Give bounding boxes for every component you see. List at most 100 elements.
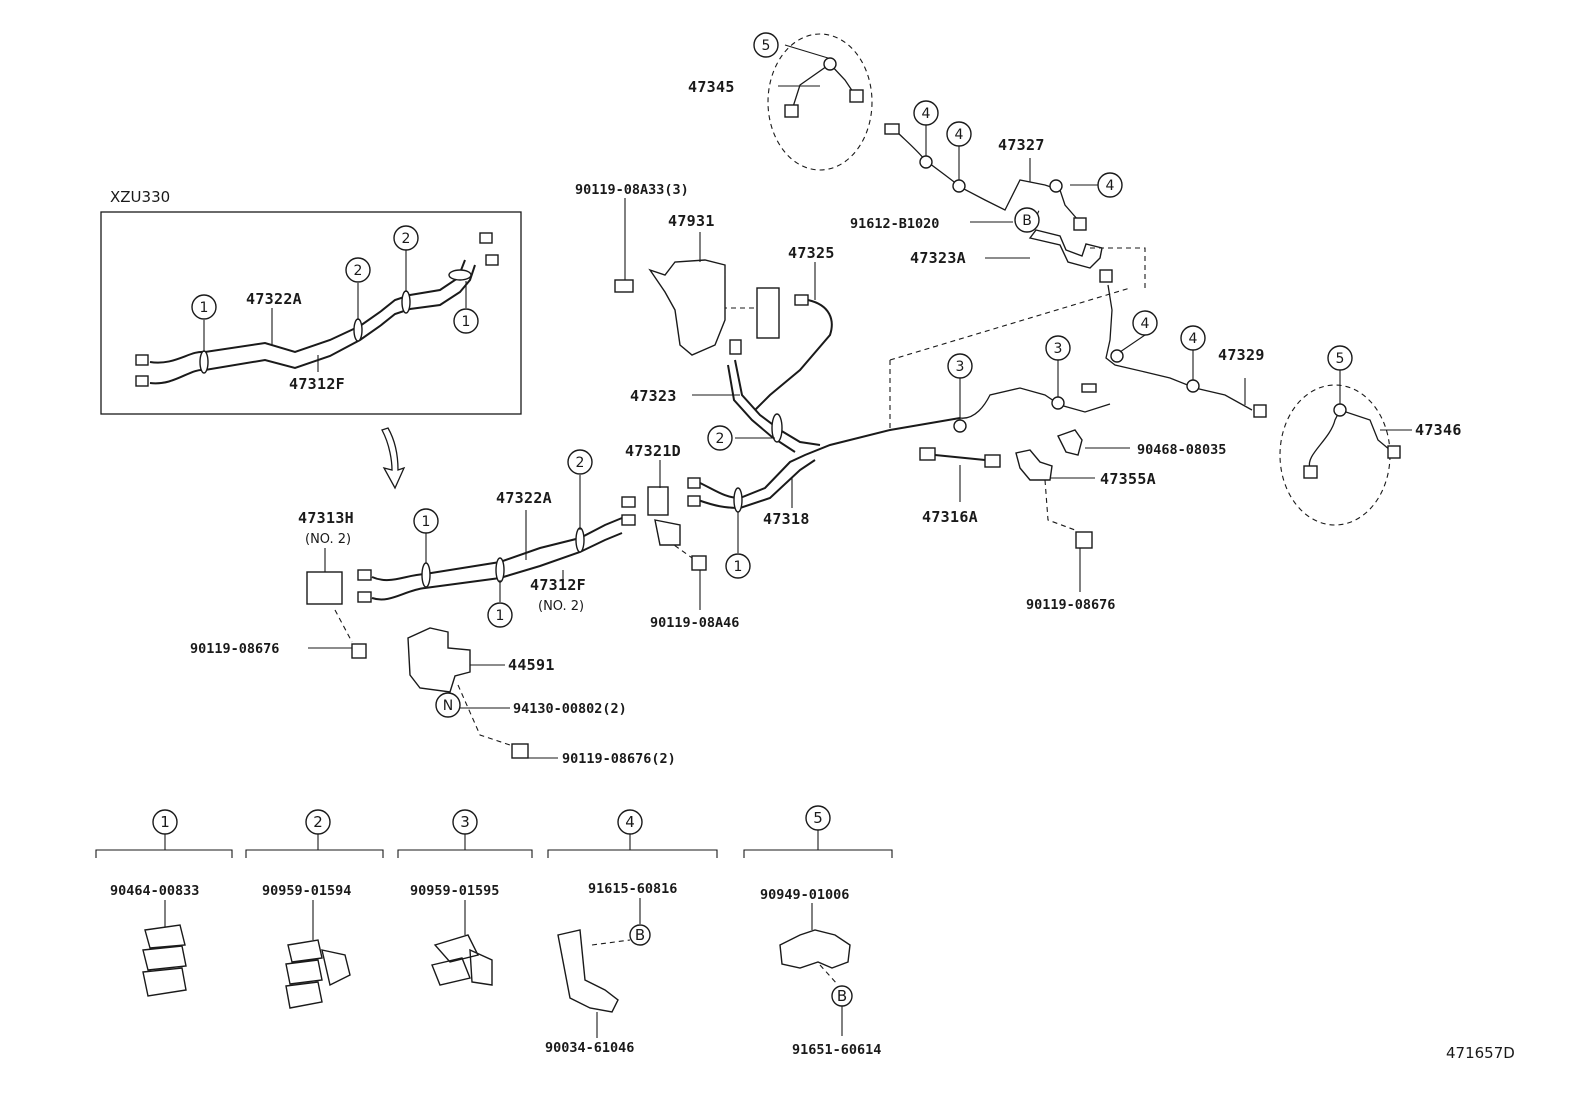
callout-circle-2 [567,449,593,475]
note-47313H: (NO. 2) [305,532,351,547]
callout-1: 1 [496,608,505,624]
clamp-1 [733,487,743,513]
legend-bracket [245,834,384,858]
label-91612-B1020: 91612-B1020 [850,216,939,232]
clip-4 [1186,379,1200,393]
callout-circle-3 [947,353,973,379]
inset-clamp-2b [401,290,411,314]
label-47355A: 47355A [1100,470,1156,488]
clip-4 [919,155,933,169]
wheel-outline [767,33,873,171]
clip-4 [1049,179,1063,193]
inset-xzu330: XZU330 47322A 47312F 1 2 2 1 [100,188,522,415]
inset-title: XZU330 [110,188,170,206]
dashed-line [1044,479,1076,531]
legend-bracket [95,834,233,858]
inset-frame [100,211,522,415]
callout-circle-5 [753,32,779,58]
callout-1: 1 [422,514,431,530]
flare-nut [849,89,864,103]
legend-bracket [743,830,893,858]
callout-3: 3 [1054,341,1063,357]
legend-ref: 5 [813,809,823,827]
legend-bracket [547,834,718,858]
label-47345: 47345 [688,78,735,96]
dashed-guides [334,33,1391,746]
valve-47313H [306,571,343,605]
callout-2: 2 [402,231,411,247]
label-47323A: 47323A [910,249,966,267]
note-47312F: (NO. 2) [538,599,584,614]
clamp-90464-icon [142,924,187,997]
leader-line [1119,334,1146,353]
bolt-icon [691,555,707,571]
pipe-47346 [1308,409,1391,469]
callout-2: 2 [576,455,585,471]
legend-sub-ref: B [837,987,847,1005]
legend-part-number: 90464-00833 [110,883,199,899]
callout-3: 3 [956,359,965,375]
legend-group-3: 3 90959-01595 [397,809,533,986]
main-callouts: 5 4 4 4 B 4 4 5 3 3 2 2 1 1 1 N [413,32,1353,718]
bolt-icon [1075,531,1093,549]
pipe-47327 [894,129,1079,221]
inset-clamp-1 [199,350,209,374]
label-90119-08676: 90119-08676 [190,641,279,657]
pipe-47312F [371,532,623,601]
clamp-2 [771,413,783,443]
hose-fitting [919,447,936,461]
legend-group-2: 2 90959-01594 [245,809,384,1009]
leader-line [784,44,829,59]
legend-part-number: 90959-01594 [262,883,351,899]
clamp-1 [495,557,505,583]
legend-bracket [397,834,533,858]
dashed-line [334,609,353,643]
bracket-90034-icon [557,929,619,1013]
bolt-icon [511,743,529,759]
dashed-line [659,534,696,561]
inset-flare-nut [135,354,149,366]
clip-4 [1110,349,1124,363]
callout-1: 1 [734,559,743,575]
label-47316A: 47316A [922,508,978,526]
legend-circle-b [629,924,651,946]
legend: 1 90464-00833 2 90959-01594 3 90959-0159… [95,805,893,1058]
flare-nut [621,496,636,508]
flare-nut [1253,404,1267,418]
main-pipes [357,123,1267,603]
clip-3 [953,419,967,433]
callout-circle-5 [1327,345,1353,371]
legend-ref: 1 [160,813,170,831]
legend-ref: 4 [625,813,635,831]
callout-circle-n [435,692,461,718]
label-44591: 44591 [508,656,555,674]
legend-extra-part: 91651-60614 [792,1042,881,1058]
dashed-line [889,287,1131,361]
label-90119-08676-2: 90119-08676(2) [562,751,676,767]
clamp-90959-01594-icon [285,939,351,1009]
callout-4: 4 [1141,316,1150,332]
callout-circle-1 [191,294,217,320]
legend-ref: 3 [460,813,470,831]
bolt-icon [614,279,634,293]
callout-circle-4 [1132,310,1158,336]
clamp-1 [421,562,431,588]
label-90119-08A46: 90119-08A46 [650,615,739,631]
label-47346: 47346 [1415,421,1462,439]
flare-nut [621,514,636,526]
inset-label-47322A: 47322A [246,290,302,308]
flare-nut [687,495,701,507]
pipe-47345 [791,63,856,111]
callout-circle-2 [393,225,419,251]
pipe-47318b [697,459,816,510]
inset-clamp-1b [448,269,472,281]
callout-circle-1 [453,308,479,334]
flare-nut [1099,269,1113,283]
flare-nut [784,104,799,118]
bracket-47931 [648,259,726,356]
clamp-90959-01595-icon [431,934,493,986]
inset-flare-nut [485,254,499,266]
bracket-44591 [407,627,471,693]
callout-circle-4 [1180,325,1206,351]
